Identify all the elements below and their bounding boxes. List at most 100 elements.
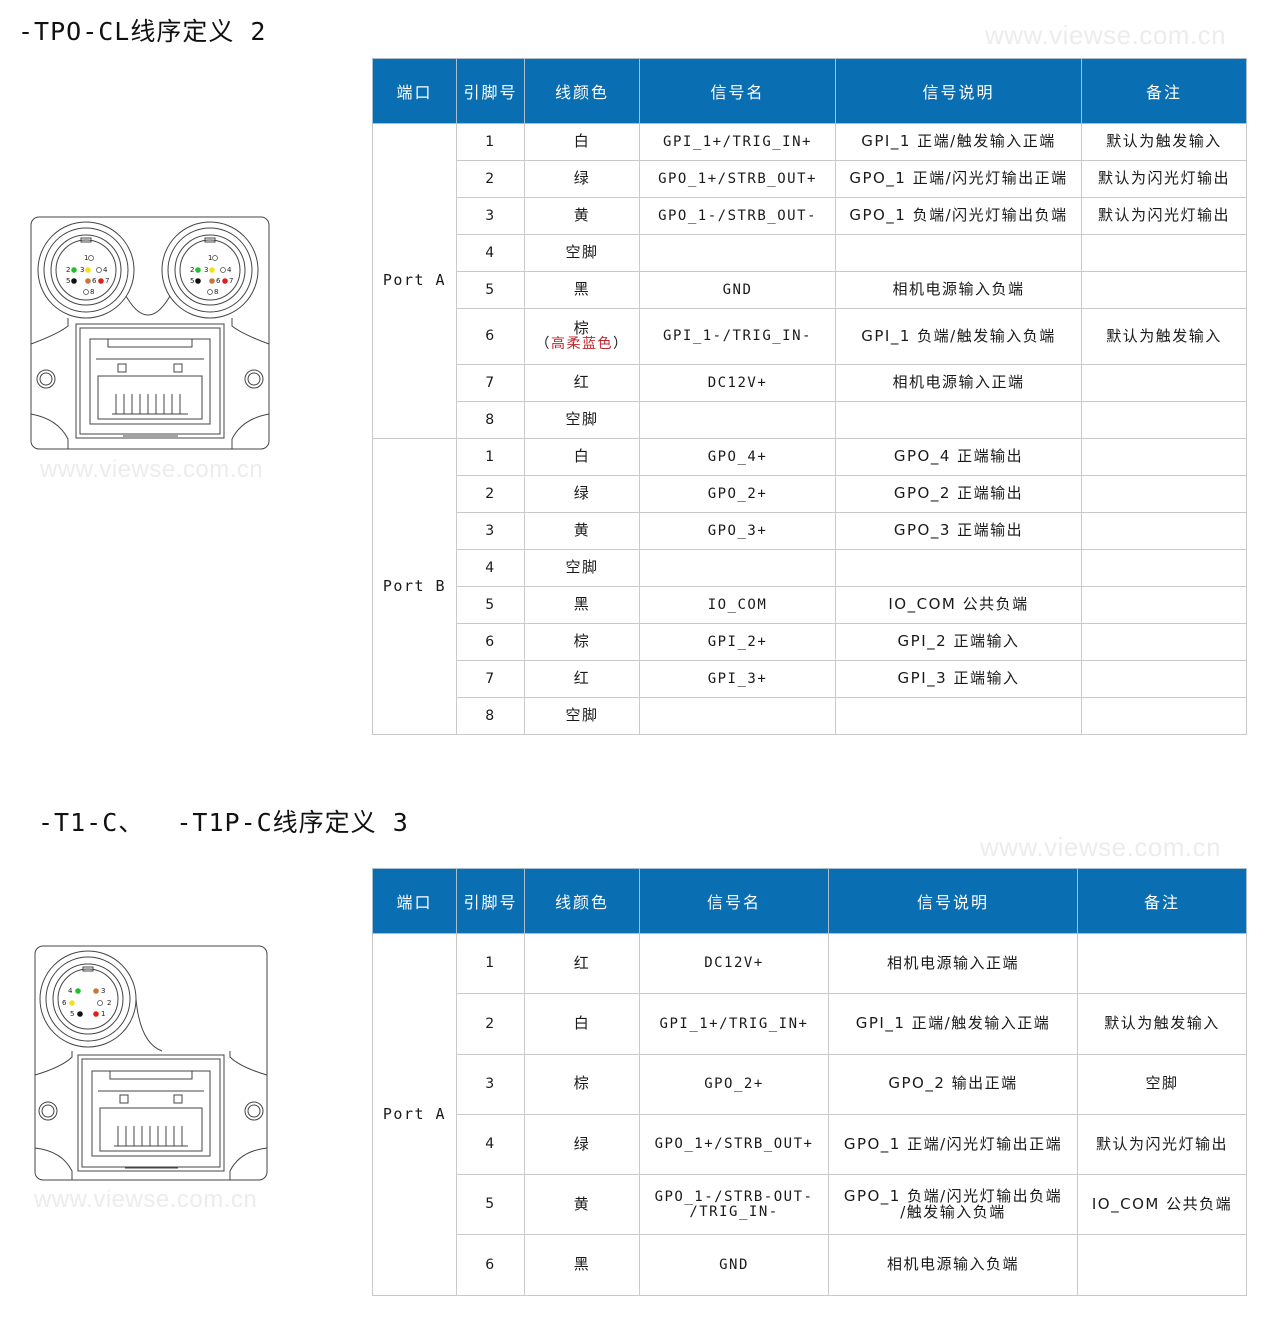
table-row: 6 棕 GPI_2+ GPI_2 正端输入: [373, 623, 1247, 661]
signal-name: GPO_3+: [639, 512, 836, 550]
wire-color-cell: 棕 （高柔蓝色）: [524, 308, 640, 365]
table-row: 3 黄 GPO_1-/STRB_OUT- GPO_1 负端/闪光灯输出负端 默认…: [373, 197, 1247, 235]
signal-name: GPO_1-/STRB_OUT-: [639, 197, 836, 235]
signal-name: DC12V+: [639, 364, 836, 402]
svg-text:3: 3: [80, 266, 84, 274]
signal-name: GPI_2+: [639, 623, 836, 661]
pin-number: 1: [456, 438, 525, 476]
table-row: 4 空脚: [373, 234, 1247, 272]
signal-name: GPO_1+/STRB_OUT+: [639, 160, 836, 198]
table-row: 5 黄 GPO_1-/STRB-OUT- /TRIG_IN- GPO_1 负端/…: [373, 1174, 1247, 1236]
signal-description: 相机电源输入负端: [835, 271, 1082, 309]
signal-description: 相机电源输入负端: [828, 1234, 1078, 1296]
note: [1081, 234, 1247, 272]
signal-name: GPO_2+: [639, 475, 836, 513]
section-title-t1-c: -T1-C、 -T1P-C线序定义 3: [38, 808, 409, 837]
section-title-tpo-cl: -TPO-CL线序定义 2: [18, 17, 267, 46]
note: 默认为闪光灯输出: [1081, 160, 1247, 198]
note: [1081, 364, 1247, 402]
signal-description: GPO_1 正端/闪光灯输出正端: [828, 1113, 1078, 1176]
signal-name: GPI_1+/TRIG_IN+: [639, 993, 829, 1055]
table-header-row: 端口 引脚号 线颜色 信号名 信号说明 备注: [372, 58, 1247, 124]
note: [1081, 438, 1247, 476]
wire-color: 空脚: [524, 401, 640, 439]
svg-text:8: 8: [90, 288, 94, 296]
svg-text:5: 5: [190, 277, 194, 285]
note: [1081, 475, 1247, 513]
pin-number: 6: [456, 308, 525, 365]
signal-name: GPO_2+: [639, 1053, 829, 1115]
svg-text:4: 4: [68, 987, 73, 995]
svg-text:2: 2: [190, 266, 194, 274]
wire-color: 棕: [524, 623, 640, 661]
pin-definition-table-tpo-cl: 端口 引脚号 线颜色 信号名 信号说明 备注 Port A 1 白 GPI_1+…: [372, 58, 1247, 735]
note: 空脚: [1077, 1053, 1247, 1115]
signal-name-line2: /TRIG_IN-: [689, 1203, 779, 1220]
watermark: www.viewse.com.cn: [34, 1186, 258, 1213]
note: [1081, 660, 1247, 698]
svg-text:2: 2: [66, 266, 70, 274]
wire-color: 棕: [524, 1053, 640, 1115]
wire-color: 黑: [524, 586, 640, 624]
signal-name: GPO_1+/STRB_OUT+: [639, 1113, 829, 1176]
note: 默认为闪光灯输出: [1077, 1113, 1247, 1176]
signal-description: GPO_1 正端/闪光灯输出正端: [835, 160, 1082, 198]
wire-color: 黑: [524, 271, 640, 309]
pin-number: 5: [456, 271, 525, 309]
note: [1081, 697, 1247, 735]
pin-number: 3: [456, 1053, 525, 1115]
camera-rear-diagram-single-io: 4 3 6 2 5 1: [34, 945, 268, 1181]
pin-number: 2: [456, 475, 525, 513]
signal-name: GND: [639, 271, 836, 309]
camera-rear-diagram-dual-io: 1 2 3 4 5 6 7 8 1 2 3 4 5 6 7 8: [30, 216, 270, 450]
pin-number: 3: [456, 512, 525, 550]
signal-name: [639, 234, 836, 272]
header-signal-description: 信号说明: [835, 58, 1082, 124]
watermark: www.viewse.com.cn: [980, 832, 1222, 862]
header-port: 端口: [372, 58, 457, 124]
signal-name: [639, 401, 836, 439]
pin-number: 5: [456, 1174, 525, 1236]
table-row: Port A 1 红 DC12V+ 相机电源输入正端: [372, 932, 1247, 1296]
note: [1081, 401, 1247, 439]
svg-text:1: 1: [84, 254, 88, 262]
svg-text:6: 6: [216, 277, 221, 285]
pin-number: 6: [456, 623, 525, 661]
table-row: 4 空脚: [373, 549, 1247, 587]
watermark: www.viewse.com.cn: [985, 20, 1227, 50]
signal-description: GPI_2 正端输入: [835, 623, 1082, 661]
table-row: Port A 1 白 GPI_1+/TRIG_IN+ GPI_1 正端/触发输入…: [372, 123, 1247, 439]
note: [1081, 271, 1247, 309]
pin-number: 8: [456, 697, 525, 735]
svg-text:6: 6: [62, 999, 67, 1007]
port-label: Port B: [372, 438, 457, 735]
signal-name: [639, 697, 836, 735]
table-header-row: 端口 引脚号 线颜色 信号名 信号说明 备注: [372, 868, 1247, 934]
pin-number: 6: [456, 1234, 525, 1296]
svg-text:8: 8: [214, 288, 218, 296]
signal-description: [835, 234, 1082, 272]
svg-text:7: 7: [105, 277, 109, 285]
signal-description: [835, 697, 1082, 735]
signal-description: GPO_2 正端输出: [835, 475, 1082, 513]
wire-color: 白: [524, 123, 640, 161]
port-label: Port A: [372, 123, 457, 439]
header-pin: 引脚号: [456, 58, 525, 124]
svg-text:2: 2: [107, 999, 111, 1007]
wire-color: 黄: [524, 1174, 640, 1236]
table-row: 8 空脚: [373, 401, 1247, 439]
signal-description: GPI_1 正端/触发输入正端: [835, 123, 1082, 161]
table-row: 7 红 GPI_3+ GPI_3 正端输入: [373, 660, 1247, 698]
wire-color: 绿: [524, 160, 640, 198]
svg-text:4: 4: [103, 266, 108, 274]
table-row: 6 棕 （高柔蓝色） GPI_1-/TRIG_IN- GPI_1 负端/触发输入…: [373, 308, 1247, 365]
signal-description: GPO_2 输出正端: [828, 1053, 1078, 1115]
svg-text:7: 7: [229, 277, 233, 285]
table-row: 7 红 DC12V+ 相机电源输入正端: [373, 364, 1247, 402]
wire-color: 红: [524, 364, 640, 402]
svg-text:1: 1: [208, 254, 212, 262]
signal-name: GND: [639, 1234, 829, 1296]
note: IO_COM 公共负端: [1077, 1174, 1247, 1236]
wire-color: 棕: [573, 319, 591, 338]
wire-color: 绿: [524, 475, 640, 513]
